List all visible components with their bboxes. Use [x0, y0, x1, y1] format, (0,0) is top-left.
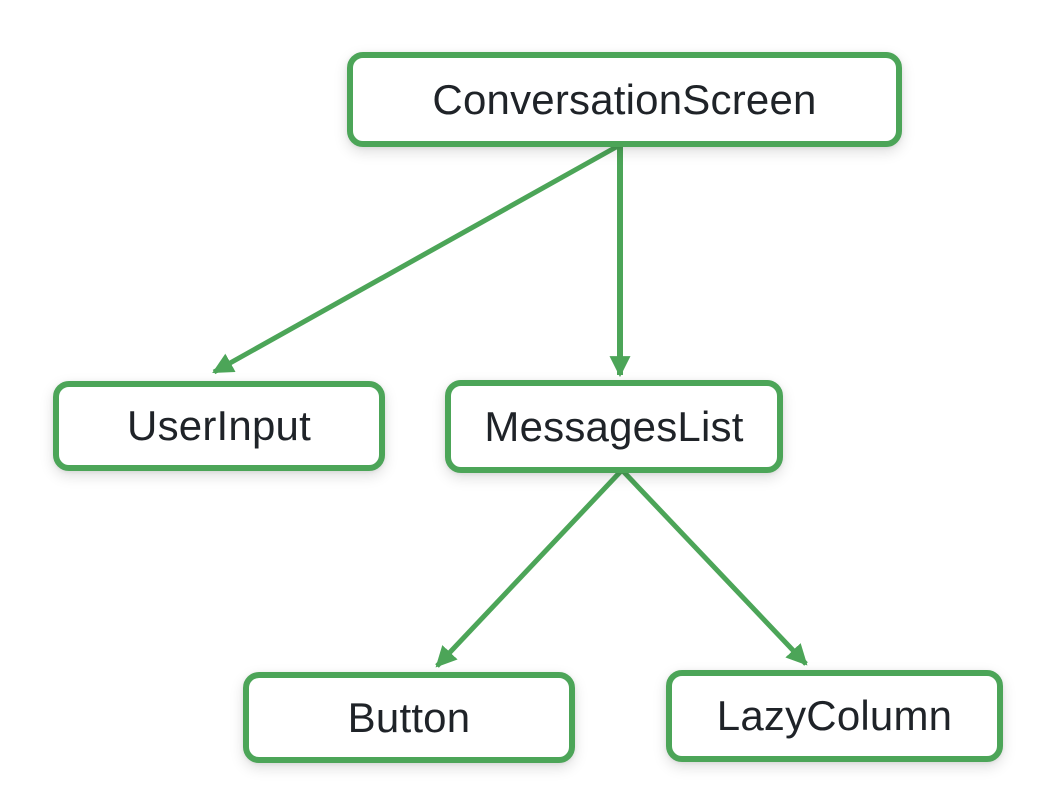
node-button-label: Button: [347, 693, 471, 741]
node-button: Button: [243, 672, 575, 763]
node-userinput-label: UserInput: [127, 402, 311, 449]
node-conversationscreen-label: ConversationScreen: [432, 75, 817, 123]
edge-messageslist-to-lazycolumn: [620, 468, 808, 666]
node-messageslist: MessagesList: [445, 380, 783, 473]
node-userinput: UserInput: [53, 381, 385, 471]
edge-conversationscreen-to-userinput: [212, 143, 620, 375]
node-conversationscreen: ConversationScreen: [347, 52, 902, 147]
edge-messageslist-to-button: [435, 468, 624, 668]
node-lazycolumn: LazyColumn: [666, 670, 1003, 762]
node-lazycolumn-label: LazyColumn: [716, 692, 953, 739]
node-messageslist-label: MessagesList: [484, 402, 744, 450]
